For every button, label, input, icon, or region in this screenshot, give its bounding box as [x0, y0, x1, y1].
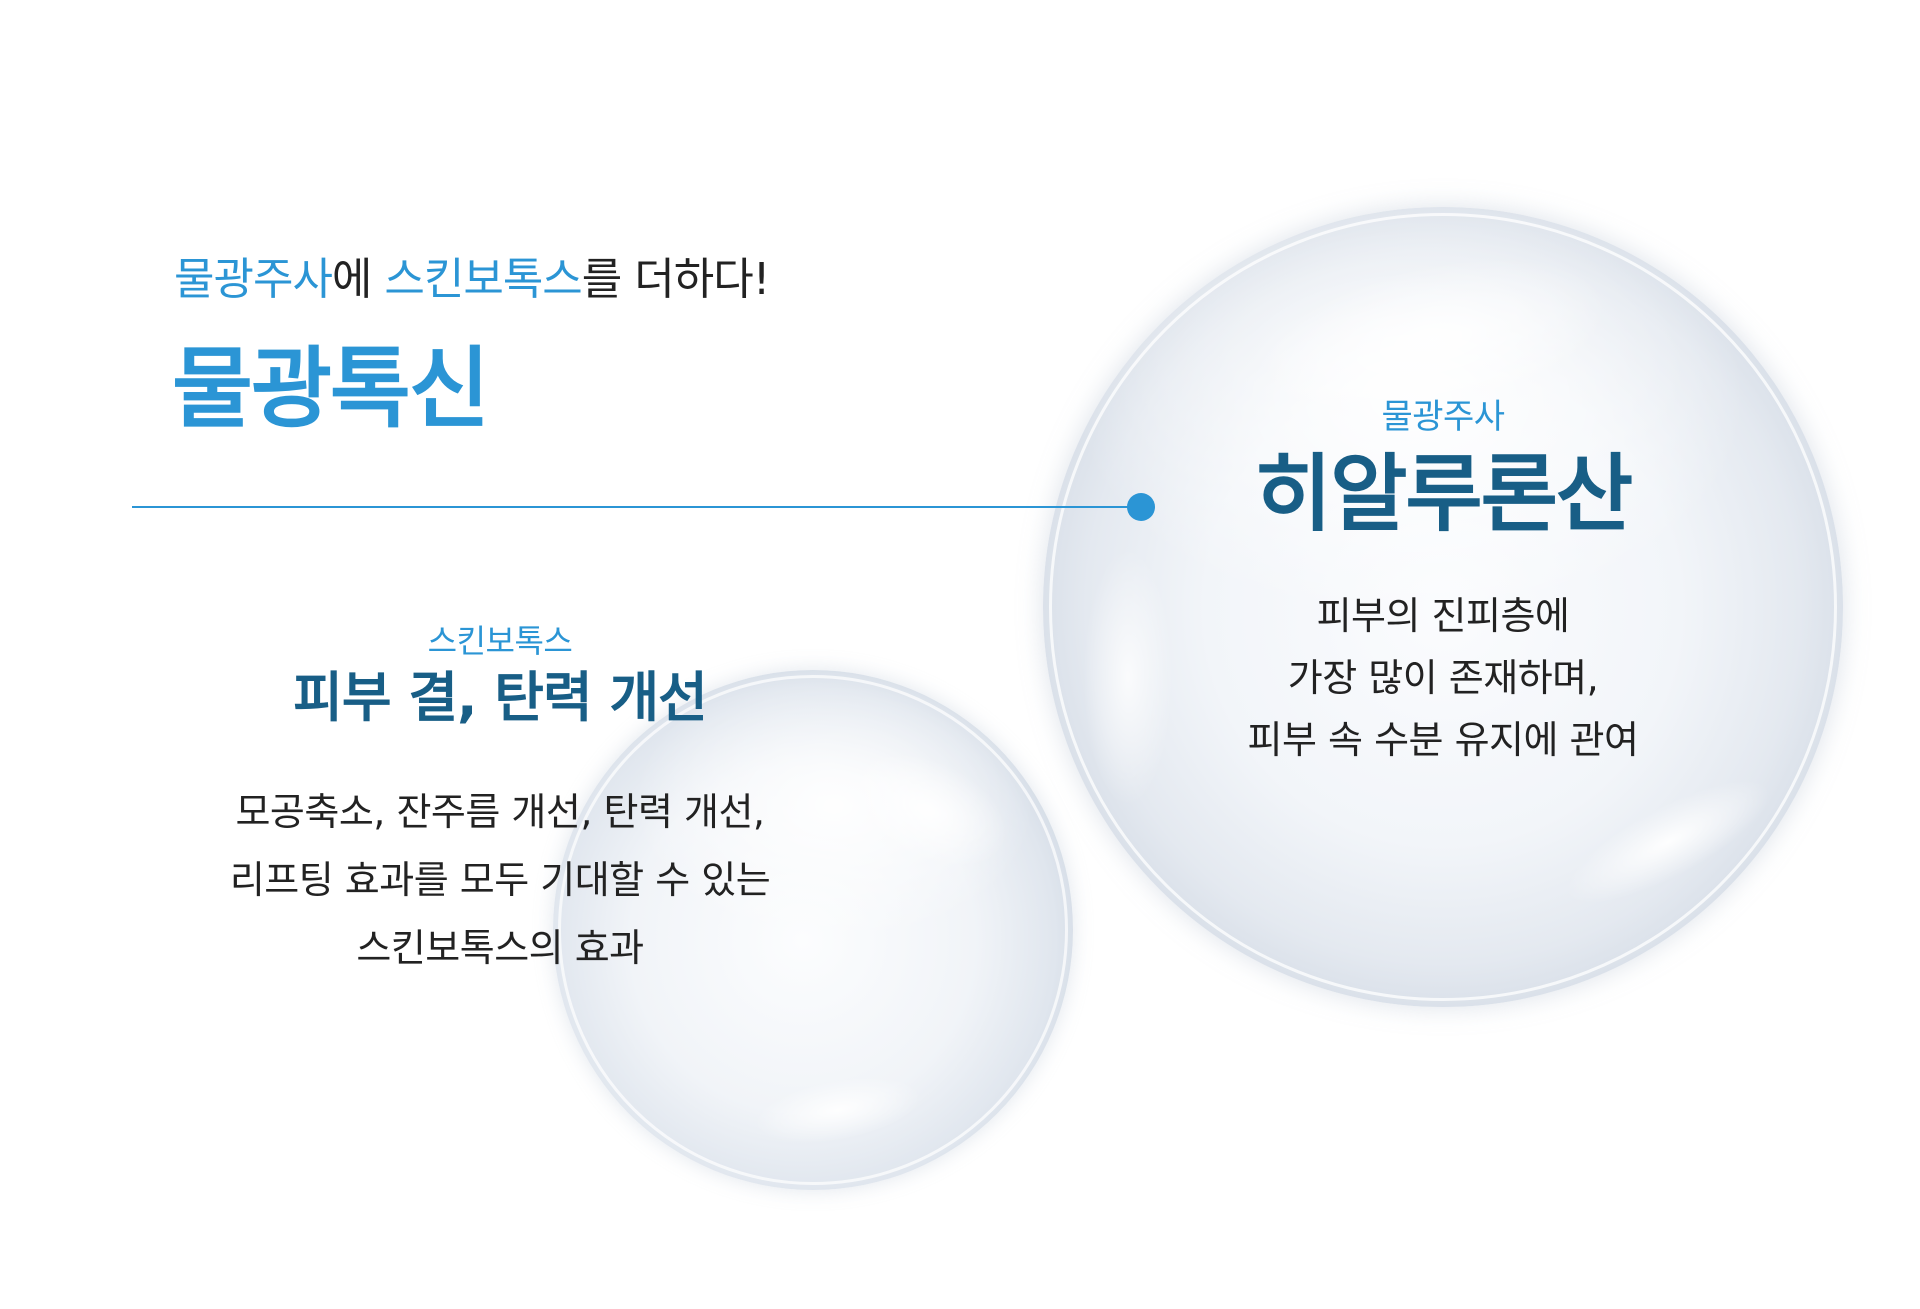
description-line: 가장 많이 존재하며,	[1287, 656, 1599, 700]
large-water-bubble	[1043, 207, 1843, 1007]
brand-title: 물광톡신	[172, 337, 490, 440]
small-bubble-rim	[558, 675, 1068, 1185]
connector-line	[132, 506, 1140, 508]
hyaluronic-description: 피부의 진피층에 가장 많이 존재하며, 피부 속 수분 유지에 관여	[1168, 585, 1718, 771]
hyaluronic-subtitle: 물광주사	[1381, 397, 1505, 437]
hyaluronic-heading: 물광주사 히알루론산	[1198, 400, 1688, 536]
headline-highlight-skin-botox: 스킨보톡스	[384, 254, 582, 305]
skinbotox-title: 피부 결, 탄력 개선	[293, 666, 708, 729]
description-line: 스킨보톡스의 효과	[356, 926, 644, 970]
connector-dot	[1127, 493, 1155, 521]
large-bubble-rim	[1049, 213, 1837, 1001]
headline: 물광주사에 스킨보톡스를 더하다!	[174, 258, 770, 302]
description-line: 피부 속 수분 유지에 관여	[1247, 718, 1639, 762]
headline-highlight-water-glow: 물광주사	[174, 254, 333, 305]
headline-text: 를 더하다!	[581, 254, 771, 305]
headline-text: 에	[331, 254, 385, 305]
skinbotox-description: 모공축소, 잔주름 개선, 탄력 개선, 리프팅 효과를 모두 기대할 수 있는…	[165, 778, 835, 982]
small-water-bubble	[553, 670, 1073, 1190]
skinbotox-heading: 스킨보톡스 피부 결, 탄력 개선	[215, 625, 785, 725]
description-line: 피부의 진피층에	[1316, 594, 1570, 638]
skinbotox-subtitle: 스킨보톡스	[427, 622, 573, 660]
description-line: 모공축소, 잔주름 개선, 탄력 개선,	[235, 790, 765, 834]
hyaluronic-title: 히알루론산	[1254, 445, 1633, 543]
description-line: 리프팅 효과를 모두 기대할 수 있는	[229, 858, 771, 902]
large-bubble-highlight	[1083, 547, 1173, 807]
